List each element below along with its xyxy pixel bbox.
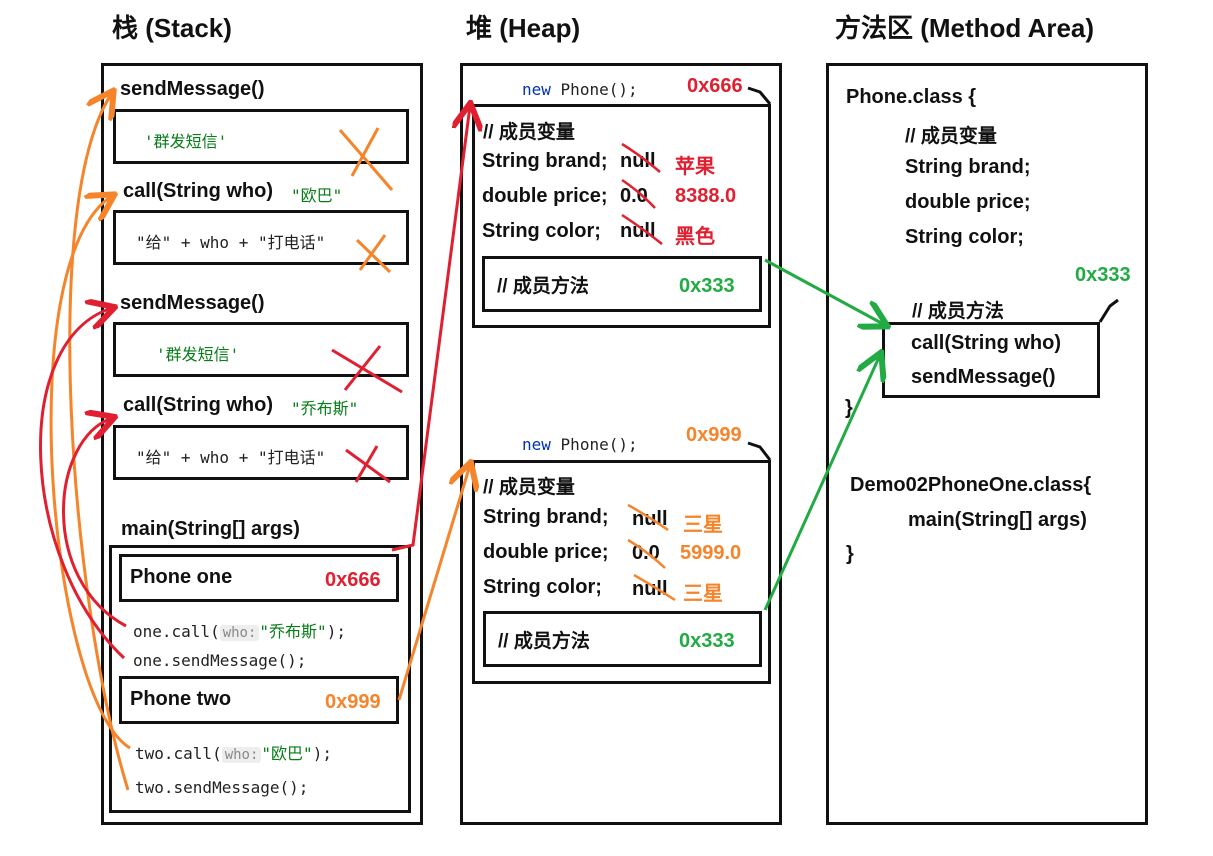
phone-class-field-3: String color;: [905, 226, 1024, 248]
heap-obj-1-field-2-old: 0.0: [620, 185, 648, 207]
stack-frame-2-body: "给" + who + "打电话": [113, 210, 409, 265]
heap-obj-2-fields-comment: // 成员变量: [483, 477, 575, 498]
phone-one-var: Phone one 0x666: [119, 554, 399, 602]
stack-title: 栈 (Stack): [112, 13, 232, 43]
heap-obj-1-methods: // 成员方法 0x333: [482, 256, 762, 312]
two-call-line: two.call(who:"欧巴");: [135, 740, 332, 764]
heap-obj-2-new-rest: Phone();: [560, 435, 638, 454]
heap-obj-1-methods-address: 0x333: [679, 275, 735, 297]
one-call-suffix: );: [326, 622, 346, 641]
heap-obj-1-field-1-value: 苹果: [675, 156, 715, 178]
phone-class-header: Phone.class {: [846, 86, 977, 108]
phone-class-close: }: [845, 397, 853, 419]
phone-class-method-2: sendMessage(): [911, 366, 1056, 388]
two-call-prefix: two.call(: [135, 744, 222, 763]
phone-two-address: 0x999: [325, 691, 381, 713]
stack-frame-1-name: sendMessage(): [120, 78, 265, 100]
heap-obj-1-field-1-old: null: [620, 150, 656, 172]
method-area-title: 方法区 (Method Area): [835, 13, 1095, 43]
stack-frame-4-text: "给" + who + "打电话": [136, 448, 326, 467]
main-frame-name: main(String[] args): [121, 518, 300, 540]
phone-class-fields-comment: // 成员变量: [905, 126, 997, 147]
phone-class-field-1: String brand;: [905, 156, 1031, 178]
demo-class-main: main(String[] args): [908, 509, 1087, 531]
heap-obj-2-field-1-label: String brand;: [483, 506, 609, 528]
stack-frame-2-arg: "欧巴": [291, 186, 343, 205]
phone-class-method-1: call(String who): [911, 332, 1061, 354]
phone-class-field-2: double price;: [905, 191, 1031, 213]
heap-obj-2-field-2-label: double price;: [483, 541, 609, 563]
heap-obj-1-fields-comment: // 成员变量: [483, 122, 575, 143]
heap-obj-2-field-2-value: 5999.0: [680, 542, 742, 564]
stack-frame-2-name: call(String who): [123, 180, 273, 202]
demo-class-header: Demo02PhoneOne.class{: [850, 474, 1092, 496]
two-call-suffix: );: [312, 744, 332, 763]
heap-obj-1-address: 0x666: [687, 75, 743, 97]
one-call-arg: "乔布斯": [259, 622, 327, 641]
heap-obj-2-methods-comment: // 成员方法: [498, 631, 590, 652]
stack-frame-1-text: '群发短信': [144, 132, 228, 151]
heap-obj-1-field-3-label: String color;: [482, 220, 601, 242]
phone-one-label: Phone one: [130, 566, 233, 588]
stack-frame-3-body: '群发短信': [113, 322, 409, 377]
heap-obj-1-field-3-old: null: [620, 220, 656, 242]
heap-obj-2-field-3-value: 三星: [683, 583, 723, 605]
phone-class-methods-address: 0x333: [1075, 264, 1131, 286]
phone-two-var: Phone two 0x999: [119, 676, 399, 724]
heap-obj-1-methods-comment: // 成员方法: [497, 276, 589, 297]
stack-frame-4-body: "给" + who + "打电话": [113, 425, 409, 480]
heap-obj-1: [472, 104, 771, 328]
stack-frame-3-name: sendMessage(): [120, 292, 265, 314]
heap-obj-1-field-2-label: double price;: [482, 185, 608, 207]
stack-frame-2-text: "给" + who + "打电话": [136, 233, 326, 252]
one-send-line: one.sendMessage();: [133, 651, 307, 670]
one-call-hint: who:: [219, 625, 260, 641]
heap-obj-1-new: new Phone();: [522, 80, 638, 99]
heap-obj-2-field-2-old: 0.0: [632, 542, 660, 564]
heap-title: 堆 (Heap): [466, 13, 581, 43]
stack-frame-4-name: call(String who): [123, 394, 273, 416]
heap-obj-2-field-3-label: String color;: [483, 576, 602, 598]
two-send-line: two.sendMessage();: [135, 778, 309, 797]
heap-obj-2-field-1-value: 三星: [683, 514, 723, 536]
stack-frame-4-arg: "乔布斯": [291, 399, 359, 418]
two-call-hint: who:: [221, 747, 262, 763]
heap-obj-2-field-3-old: null: [632, 578, 668, 600]
heap-obj-1-field-3-value: 黑色: [675, 226, 715, 248]
heap-obj-2-new: new Phone();: [522, 435, 638, 454]
heap-obj-2-methods: // 成员方法 0x333: [483, 611, 762, 667]
heap-obj-2-field-1-old: null: [632, 508, 668, 530]
heap-obj-2-methods-address: 0x333: [679, 630, 735, 652]
phone-class-methods-box: call(String who) sendMessage(): [882, 322, 1100, 398]
one-call-line: one.call(who:"乔布斯");: [133, 618, 346, 642]
heap-obj-2-address: 0x999: [686, 424, 742, 446]
phone-two-label: Phone two: [130, 688, 232, 710]
stack-frame-1-body: '群发短信': [113, 109, 409, 164]
phone-class-methods-comment: // 成员方法: [912, 301, 1004, 322]
heap-obj-1-field-1-label: String brand;: [482, 150, 608, 172]
heap-obj-2-new-kw: new: [522, 435, 551, 454]
demo-class-close: }: [846, 543, 854, 565]
heap-obj-1-new-rest: Phone();: [560, 80, 638, 99]
two-call-arg: "欧巴": [261, 744, 313, 763]
stack-frame-3-text: '群发短信': [156, 345, 240, 364]
one-call-prefix: one.call(: [133, 622, 220, 641]
heap-obj-1-new-kw: new: [522, 80, 551, 99]
heap-obj-1-field-2-value: 8388.0: [675, 185, 737, 207]
phone-one-address: 0x666: [325, 569, 381, 591]
